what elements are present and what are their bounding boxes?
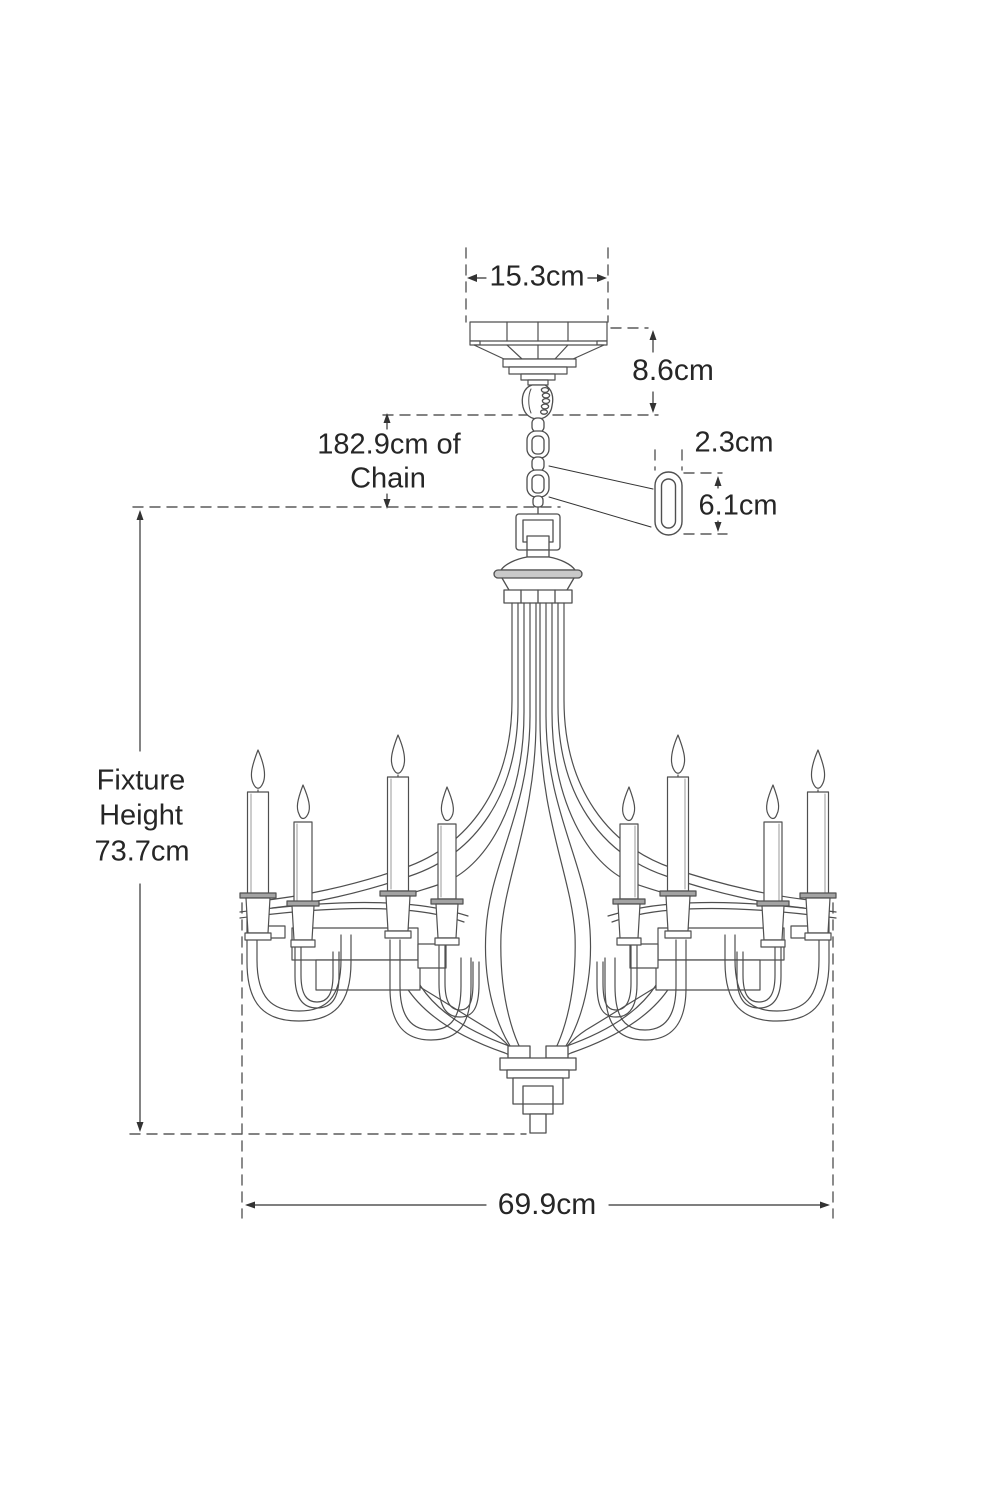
column-top: [493, 513, 583, 604]
chain-length-label-line2: Chain: [347, 464, 429, 494]
link-height-label: 6.1cm: [695, 491, 781, 521]
extension-lines: [129, 247, 834, 1219]
chain: [521, 384, 554, 515]
arm-brackets: [248, 925, 447, 991]
fixture-height-label-line2: Height: [96, 801, 186, 831]
link-width-label: 2.3cm: [691, 428, 777, 458]
candles: [239, 734, 464, 948]
chain-length-label-line1: 182.9cm of: [314, 430, 464, 460]
candle-arms: [246, 907, 480, 1041]
body-right-half: [539, 602, 837, 1065]
chain-link-detail: [654, 471, 683, 536]
dimension-arrowheads: [136, 274, 830, 1209]
dimension-lines: [139, 277, 829, 1206]
fixture-height-label-line1: Fixture: [93, 766, 189, 796]
fixture-width-label: 69.9cm: [494, 1190, 600, 1220]
bottom-finial: [499, 1045, 577, 1134]
body-left-half: [239, 602, 537, 1065]
canopy-height-label: 8.6cm: [629, 356, 717, 386]
canopy: [469, 321, 608, 386]
fixture-height-label-line3: 73.7cm: [91, 837, 193, 867]
canopy-width-label: 15.3cm: [486, 262, 588, 292]
